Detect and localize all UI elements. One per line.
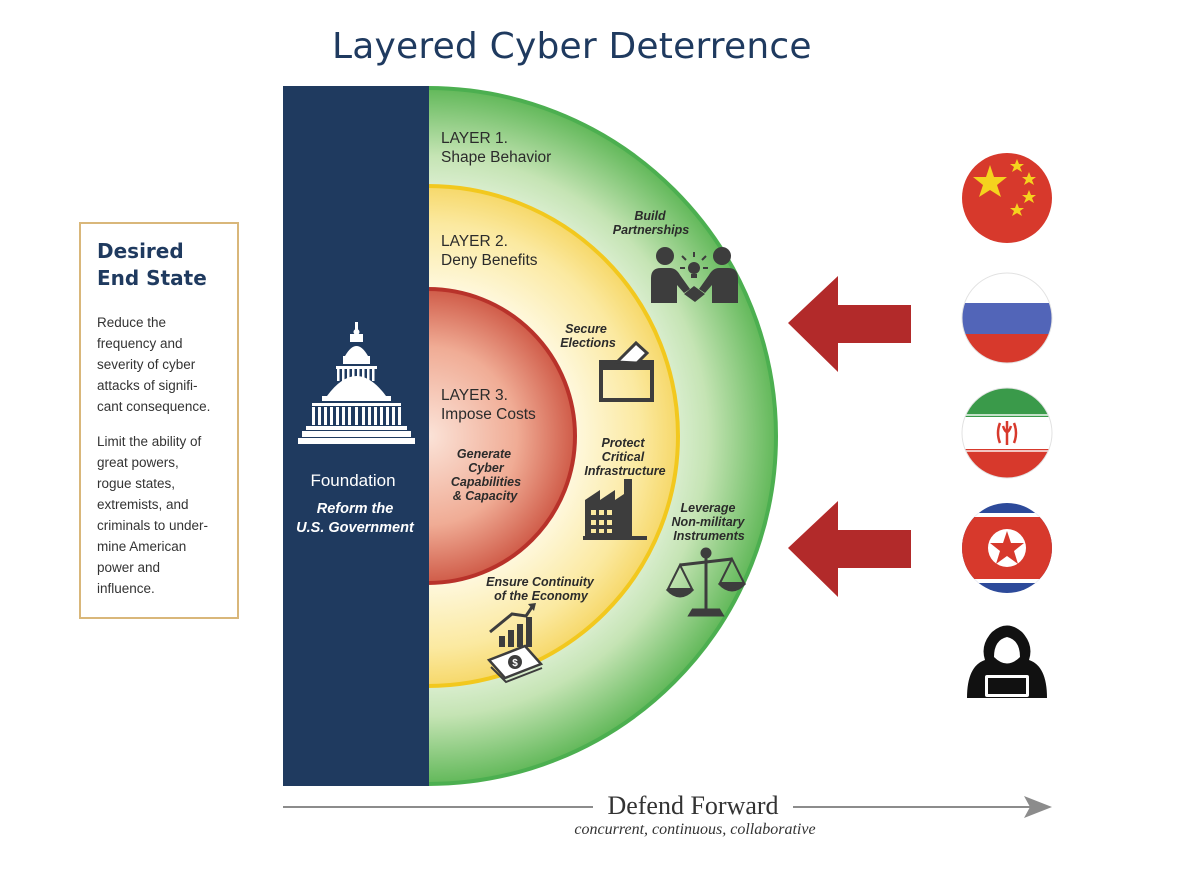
action-label: Cyber: [468, 461, 505, 475]
text-line: cant consequence.: [97, 399, 211, 414]
text-line: frequency and: [97, 336, 183, 351]
foundation-subtitle: U.S. Government: [296, 520, 415, 536]
layer-3-name: Impose Costs: [441, 406, 536, 423]
action-label: Generate: [457, 447, 511, 461]
text-line: influence.: [97, 581, 155, 596]
action-label: Secure: [565, 322, 607, 336]
action-label: Ensure Continuity: [486, 575, 595, 589]
layer-3-number: LAYER 3.: [441, 387, 508, 404]
threat-arrow: [788, 501, 911, 597]
text-line: mine American: [97, 539, 187, 554]
layer-2-name: Deny Benefits: [441, 252, 538, 269]
action-label: Non-military: [672, 515, 746, 529]
text-line: power and: [97, 560, 161, 575]
action-label: Partnerships: [613, 223, 689, 237]
action-label: Leverage: [681, 501, 736, 515]
iran-flag-icon: [961, 387, 1053, 479]
desired-end-state-heading: Desired End State: [97, 238, 221, 292]
money-growth-icon: $: [486, 603, 544, 684]
foundation-subtitle: Reform the: [317, 501, 394, 517]
action-label: Instruments: [673, 529, 745, 543]
foundation-label: Foundation: [310, 471, 395, 490]
action-label: Protect: [601, 436, 645, 450]
text-line: rogue states,: [97, 476, 176, 491]
layer-1-number: LAYER 1.: [441, 130, 508, 147]
action-label: of the Economy: [494, 589, 589, 603]
action-label: Infrastructure: [584, 464, 665, 478]
end-state-paragraph: Limit the ability of great powers, rogue…: [97, 431, 221, 599]
layer-2-number: LAYER 2.: [441, 233, 508, 250]
action-label: Critical: [602, 450, 645, 464]
end-state-paragraph: Reduce the frequency and severity of cyb…: [97, 312, 221, 417]
text-line: Reduce the: [97, 315, 167, 330]
text-line: severity of cyber: [97, 357, 196, 372]
china-flag-icon: [962, 153, 1052, 243]
capitol-icon: [298, 322, 415, 444]
russia-flag-icon: [961, 272, 1053, 364]
svg-text:$: $: [512, 658, 518, 669]
layer-3-ring: [428, 287, 577, 585]
action-label: & Capacity: [453, 489, 519, 503]
text-line: great powers,: [97, 455, 179, 470]
action-label: Elections: [560, 336, 616, 350]
page-title: Layered Cyber Deterrence: [332, 26, 812, 67]
ballot-box-icon: [599, 340, 654, 402]
hooded-hacker-icon: [967, 625, 1047, 698]
handshake-icon: [651, 247, 738, 303]
text-line: Limit the ability of: [97, 434, 202, 449]
desired-end-state-box: Desired End State Reduce the frequency a…: [79, 222, 239, 619]
text-line: criminals to under-: [97, 518, 209, 533]
action-label: Build: [634, 209, 666, 223]
north-korea-flag-icon: [962, 503, 1052, 593]
scales-icon: [665, 547, 747, 617]
action-label: Capabilities: [451, 475, 521, 489]
heading-line: Desired: [97, 239, 184, 263]
factory-icon: [583, 479, 647, 540]
text-line: attacks of signifi-: [97, 378, 198, 393]
heading-line: End State: [97, 266, 207, 290]
text-line: extremists, and: [97, 497, 189, 512]
threat-arrow: [788, 276, 911, 372]
layer-1-name: Shape Behavior: [441, 149, 551, 166]
